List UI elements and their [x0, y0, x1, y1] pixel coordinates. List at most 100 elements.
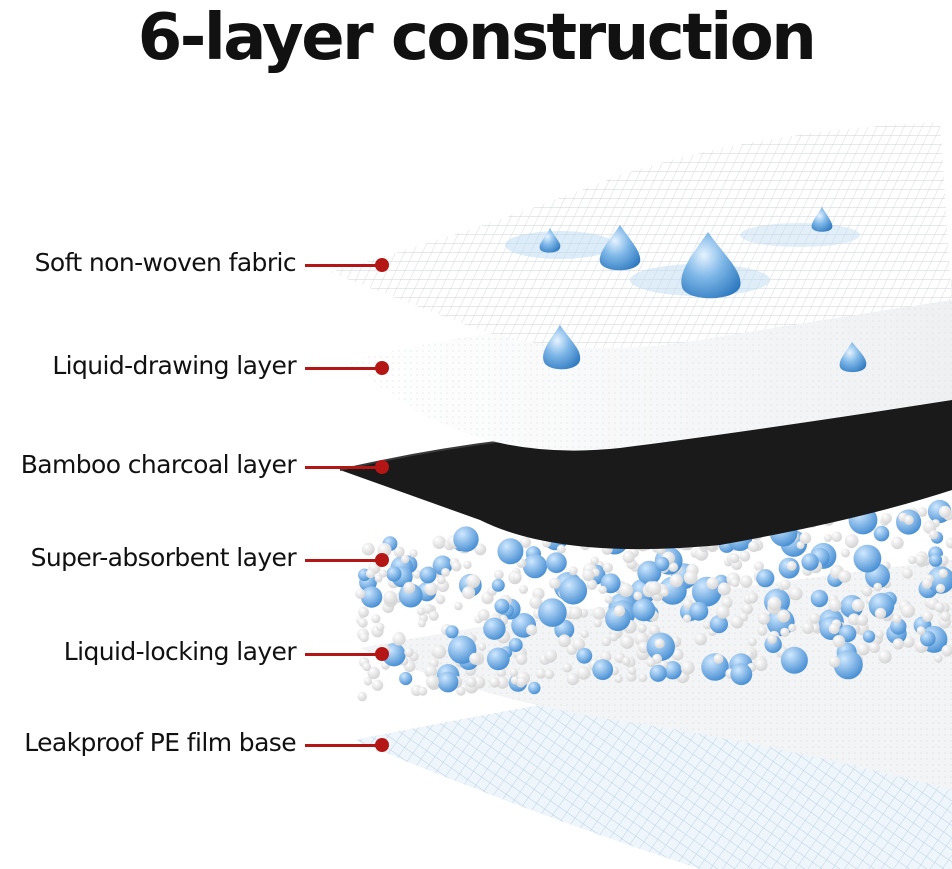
absorbent-bead — [916, 626, 926, 635]
gel-bead — [632, 598, 656, 622]
absorbent-bead — [902, 568, 913, 579]
absorbent-bead — [576, 666, 591, 680]
absorbent-bead — [754, 658, 768, 672]
gel-bead — [709, 615, 729, 634]
gel-bead — [386, 566, 402, 582]
absorbent-bead — [424, 664, 438, 678]
absorbent-bead — [549, 577, 561, 589]
absorbent-bead — [754, 561, 764, 572]
absorbent-bead — [456, 686, 466, 696]
absorbent-bead — [809, 612, 820, 624]
absorbent-bead — [901, 603, 915, 618]
absorbent-bead — [702, 620, 712, 630]
leader-dot — [375, 647, 389, 661]
absorbent-bead — [432, 535, 446, 549]
absorbent-bead — [757, 625, 768, 636]
absorbent-bead — [622, 550, 635, 564]
absorbent-bead — [739, 575, 753, 588]
absorbent-bead — [403, 581, 416, 594]
absorbent-bead — [669, 573, 683, 588]
absorbent-bead — [683, 570, 698, 585]
absorbent-bead — [649, 624, 660, 636]
absorbent-bead — [423, 603, 434, 615]
absorbent-bead — [902, 636, 915, 648]
absorbent-bead — [359, 633, 369, 643]
leader-dot — [375, 258, 389, 272]
absorbent-bead — [424, 582, 438, 596]
absorbent-bead — [739, 550, 751, 562]
absorbent-bead — [627, 666, 637, 675]
absorbent-bead — [908, 555, 917, 565]
absorbent-bead — [654, 638, 665, 649]
absorbent-bead — [777, 609, 791, 623]
absorbent-bead — [637, 641, 650, 654]
absorbent-bead — [494, 569, 504, 580]
absorbent-bead — [590, 556, 599, 565]
absorbent-bead — [437, 575, 446, 585]
absorbent-bead — [838, 570, 852, 583]
absorbent-bead — [873, 582, 882, 592]
absorbent-bead — [647, 581, 662, 596]
absorbent-bead — [469, 652, 481, 665]
absorbent-bead — [713, 653, 724, 664]
absorbent-bead — [694, 633, 707, 646]
layer-label: Liquid-drawing layer — [52, 351, 296, 380]
absorbent-bead — [934, 602, 945, 613]
absorbent-bead — [706, 577, 719, 590]
gel-bead — [522, 554, 548, 579]
absorbent-bead — [799, 532, 812, 544]
absorbent-bead — [739, 612, 749, 622]
absorbent-bead — [922, 611, 933, 622]
gel-bead — [486, 647, 510, 671]
water-droplets — [539, 207, 867, 373]
gel-bead — [419, 566, 437, 584]
absorbent-bead — [418, 686, 428, 696]
absorbent-bead — [586, 579, 598, 590]
leader-line — [305, 653, 381, 656]
absorbent-bead — [404, 647, 414, 658]
absorbent-bead — [376, 622, 385, 632]
absorbent-bead — [454, 601, 463, 611]
absorbent-bead — [358, 618, 368, 628]
gel-bead — [654, 556, 670, 572]
absorbent-bead — [856, 614, 869, 626]
absorbent-bead — [358, 606, 369, 618]
absorbent-bead — [613, 605, 626, 617]
absorbent-bead — [633, 591, 643, 601]
absorbent-bead — [451, 561, 462, 572]
absorbent-bead — [412, 570, 422, 579]
absorbent-bead — [637, 623, 647, 634]
absorbent-bead — [409, 549, 418, 558]
absorbent-bead — [620, 635, 634, 649]
absorbent-bead — [945, 537, 952, 549]
absorbent-bead — [379, 569, 388, 578]
absorbent-bead — [767, 634, 777, 644]
absorbent-bead — [828, 623, 840, 635]
absorbent-bead — [668, 562, 679, 572]
leader-line — [305, 744, 381, 747]
gel-bead — [801, 553, 819, 571]
absorbent-bead — [841, 548, 850, 558]
leader-dot — [375, 361, 389, 375]
absorbent-bead — [892, 638, 904, 650]
absorbent-bead — [767, 596, 782, 611]
absorbent-bead — [721, 597, 733, 609]
gel-bead — [360, 586, 383, 608]
absorbent-bead — [938, 505, 952, 518]
absorbent-bead — [619, 583, 634, 598]
leader-dot — [375, 460, 389, 474]
absorbent-bead — [904, 515, 914, 525]
absorbent-bead — [472, 676, 486, 689]
layer-label: Liquid-locking layer — [63, 637, 297, 666]
super-absorbent-layer — [355, 499, 952, 702]
leader-line — [305, 264, 381, 267]
absorbent-bead — [602, 562, 614, 573]
leader-line — [305, 559, 381, 562]
absorbent-bead — [572, 638, 585, 651]
absorbent-bead — [922, 578, 933, 589]
absorbent-bead — [828, 598, 842, 612]
absorbent-bead — [400, 555, 410, 564]
non-woven-fabric-layer — [330, 122, 952, 348]
absorbent-bead — [748, 637, 757, 647]
absorbent-bead — [371, 614, 381, 624]
